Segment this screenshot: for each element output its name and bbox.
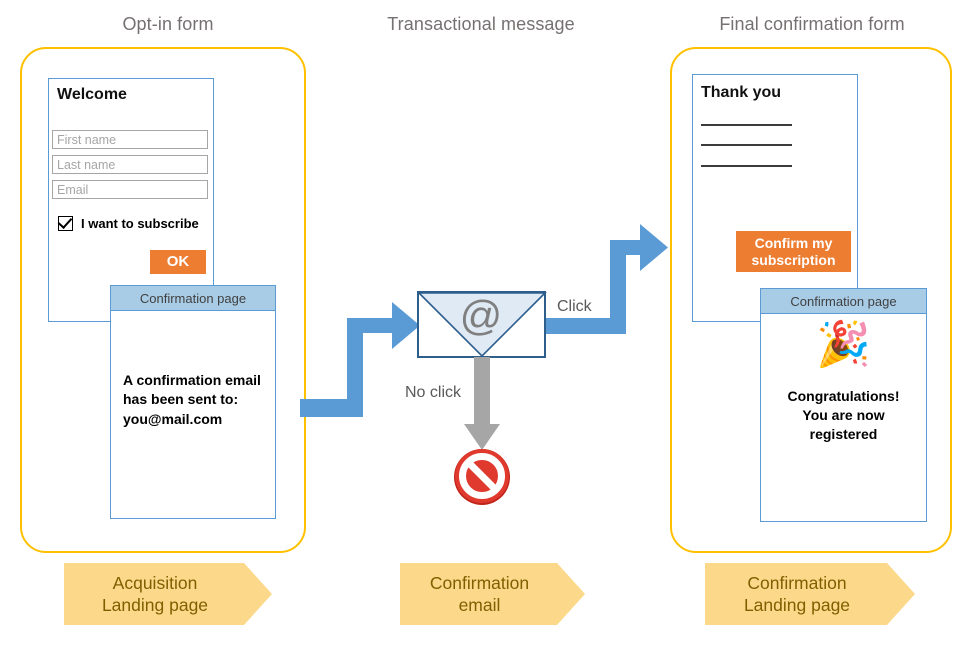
- subscribe-checkbox-row: I want to subscribe: [58, 216, 199, 231]
- thankyou-rule-2: [701, 144, 792, 146]
- first-name-input[interactable]: First name: [52, 130, 208, 149]
- prohibited-icon: [454, 449, 510, 505]
- section-title-final: Final confirmation form: [719, 14, 905, 34]
- banner-acquisition-landing-page: Acquisition Landing page: [64, 563, 272, 625]
- thankyou-title: Thank you: [701, 84, 782, 101]
- subscribe-checkbox-label: I want to subscribe: [81, 216, 199, 231]
- optin-form-title: Welcome: [57, 86, 127, 103]
- thankyou-rule-1: [701, 124, 792, 126]
- no-click-label: No click: [405, 384, 462, 401]
- thankyou-rule-3: [701, 165, 792, 167]
- optin-confirmation-body: A confirmation email has been sent to: y…: [123, 372, 261, 427]
- arrow-email-to-final: [546, 224, 668, 334]
- final-confirmation-panel: Confirmation page 🎉 Congratulations! You…: [760, 288, 927, 522]
- confirm-subscription-button[interactable]: Confirm my subscription: [736, 231, 851, 272]
- click-label: Click: [557, 298, 592, 315]
- banner-confirmation-email: Confirmation email: [400, 563, 585, 625]
- banner-confirmation-landing-page: Confirmation Landing page: [705, 563, 915, 625]
- section-title-transactional: Transactional message: [387, 14, 575, 34]
- last-name-input[interactable]: Last name: [52, 155, 208, 174]
- final-confirmation-header: Confirmation page: [761, 289, 926, 314]
- stage-box-acquisition: [20, 47, 306, 553]
- ok-button[interactable]: OK: [150, 250, 206, 274]
- subscribe-checkbox[interactable]: [58, 216, 73, 231]
- thankyou-card: [692, 74, 858, 322]
- email-input[interactable]: Email: [52, 180, 208, 199]
- svg-text:@: @: [460, 292, 503, 339]
- stage-box-confirmation: [670, 47, 952, 553]
- envelope-at-icon: @: [417, 291, 547, 358]
- final-confirmation-body: Congratulations! You are now registered: [787, 388, 900, 442]
- party-popper-icon: 🎉: [816, 320, 871, 369]
- section-title-optin: Opt-in form: [122, 14, 214, 34]
- optin-confirmation-panel: Confirmation page A confirmation email h…: [110, 285, 276, 519]
- optin-confirmation-header: Confirmation page: [111, 286, 275, 311]
- arrow-no-click: [464, 357, 500, 450]
